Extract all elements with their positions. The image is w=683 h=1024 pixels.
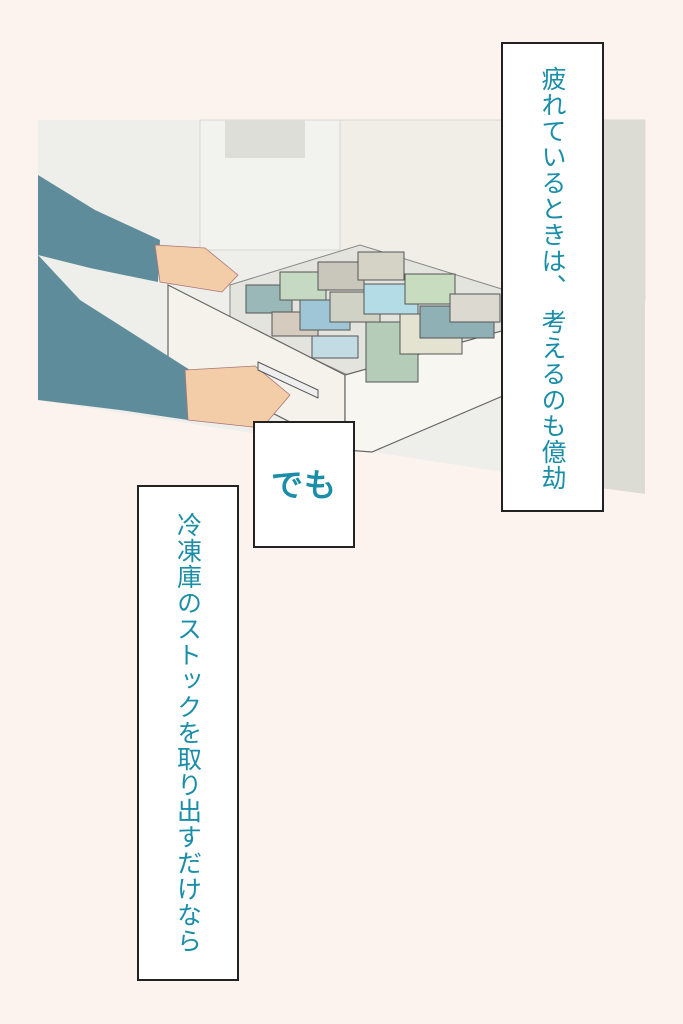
sleeve-lower <box>38 255 190 420</box>
caption-text-top: 疲れているときは、 考えるのも億劫 <box>538 66 567 491</box>
frozen-food-containers <box>245 251 501 383</box>
cabinet-window <box>225 120 305 158</box>
caption-box-top: 疲れているときは、 考えるのも億劫 <box>501 42 604 512</box>
hand-upper <box>154 244 239 293</box>
caption-text-bottom: 冷凍庫のストックを取り出すだけなら <box>173 512 203 954</box>
caption-box-middle: でも <box>253 421 355 548</box>
sleeve-upper <box>38 175 160 282</box>
caption-text-middle: でも <box>270 465 337 504</box>
right-wall-shadow <box>600 120 645 494</box>
hand-lower <box>184 365 291 429</box>
caption-box-bottom: 冷凍庫のストックを取り出すだけなら <box>137 485 239 981</box>
drawer-handle <box>257 361 319 399</box>
